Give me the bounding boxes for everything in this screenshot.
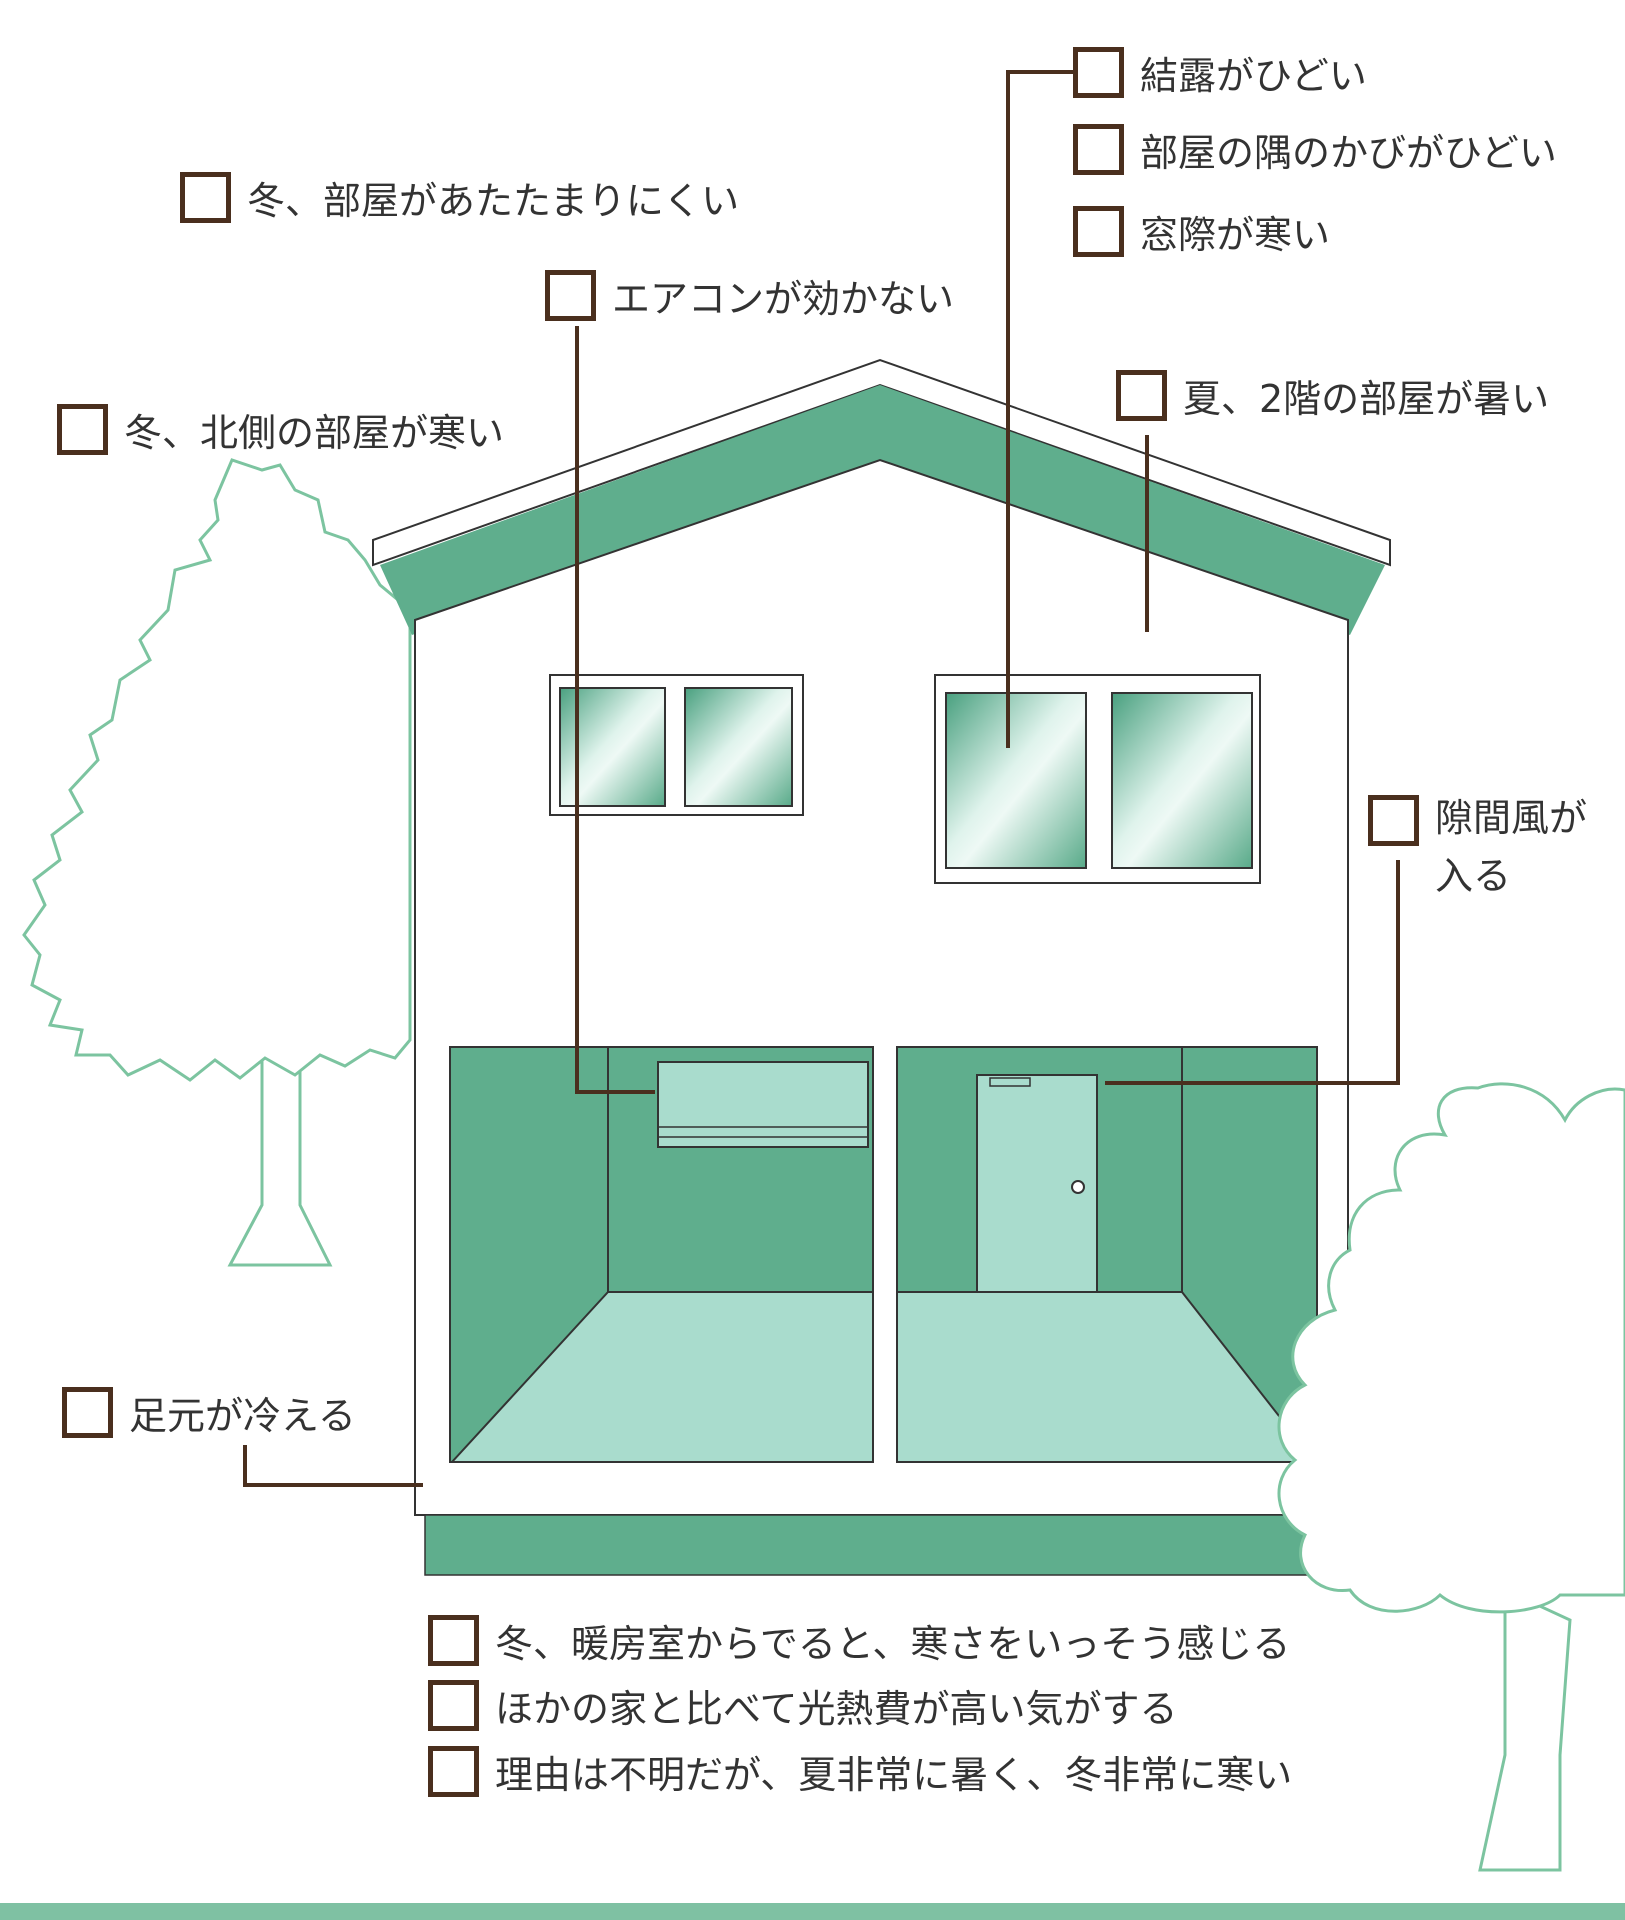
room-right [896,1046,1318,1463]
checkbox[interactable] [428,1745,479,1797]
window-right [934,674,1261,884]
check-label: 夏、2階の部屋が暑い [1183,376,1550,421]
check-label: 冬、暖房室からでると、寒さをいっそう感じる [495,1621,1291,1666]
ground [0,1903,1625,1920]
check-item-summer-2f: 夏、2階の部屋が暑い [1116,364,1549,426]
callout-lines [243,70,1400,1487]
check-item-draft: 隙間風が 入る [1368,789,1587,905]
check-item-utility-cost: ほかの家と比べて光熱費が高い気がする [428,1674,1177,1736]
checkbox[interactable] [1073,205,1124,257]
check-item-winter-room: 冬、部屋があたたまりにくい [180,166,739,228]
check-label: ほかの家と比べて光熱費が高い気がする [495,1686,1178,1731]
connector-feet [243,1445,423,1487]
check-label: 冬、北側の部屋が寒い [124,410,505,455]
checkbox[interactable] [1116,369,1167,421]
checkbox[interactable] [1073,123,1124,175]
check-item-north-room: 冬、北側の部屋が寒い [57,398,504,460]
check-label: 窓際が寒い [1140,212,1331,257]
left-tree [22,458,412,1267]
check-item-mold: 部屋の隅のかびがひどい [1073,118,1557,180]
window-left [549,674,804,816]
check-label: 理由は不明だが、夏非常に暑く、冬非常に寒い [495,1752,1293,1797]
checkbox[interactable] [428,1614,479,1666]
connector-condensation [1006,70,1073,748]
check-item-aircon: エアコンが効かない [545,264,954,326]
check-item-feet-cold: 足元が冷える [62,1381,356,1443]
checkbox[interactable] [545,269,596,321]
checkbox[interactable] [62,1386,113,1438]
check-label-line2: 入る [1435,854,1512,898]
check-item-unknown-reason: 理由は不明だが、夏非常に暑く、冬非常に寒い [428,1740,1292,1802]
check-label: 冬、部屋があたたまりにくい [247,178,740,223]
room-left [449,1046,874,1463]
check-label: 部屋の隅のかびがひどい [1140,130,1557,175]
air-conditioner [657,1061,869,1148]
check-item-condensation: 結露がひどい [1073,41,1367,103]
check-label-line1: 隙間風が [1435,796,1588,840]
checkbox[interactable] [428,1679,479,1731]
right-tree [1277,1082,1625,1872]
check-label: エアコンが効かない [612,276,955,321]
check-label: 足元が冷える [129,1393,356,1438]
checkbox[interactable] [180,171,231,223]
checkbox[interactable] [57,403,108,455]
check-label: 結露がひどい [1140,53,1367,98]
connector-aircon [575,326,655,1094]
check-item-window-cold: 窓際が寒い [1073,200,1330,262]
connector-draft [1105,860,1400,1085]
checkbox[interactable] [1368,795,1419,846]
check-item-heated-room: 冬、暖房室からでると、寒さをいっそう感じる [428,1609,1290,1671]
checkbox[interactable] [1073,46,1124,98]
